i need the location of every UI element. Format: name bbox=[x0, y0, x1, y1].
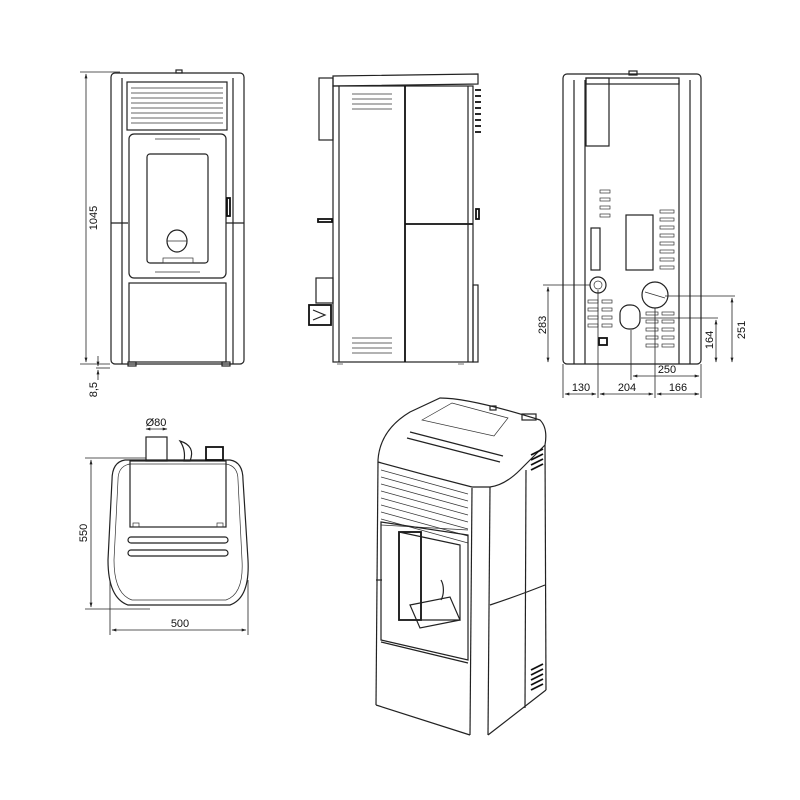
rear-left-dimension: 130 bbox=[572, 382, 590, 394]
flue-diameter-dimension: Ø80 bbox=[146, 417, 167, 429]
rear-right-dimension: 166 bbox=[669, 382, 687, 394]
side-view bbox=[308, 73, 481, 365]
depth-dimension: 550 bbox=[78, 524, 90, 542]
width-dimension: 500 bbox=[171, 618, 189, 630]
isometric-view bbox=[375, 397, 547, 736]
rear-outlet-height-dimension: 283 bbox=[537, 316, 549, 334]
foot-dimension: 8,5 bbox=[88, 382, 100, 397]
rear-mid-dimension: 204 bbox=[618, 382, 636, 394]
rear-inlet-height-164: 164 bbox=[704, 331, 716, 349]
height-dimension: 1045 bbox=[88, 206, 100, 230]
rear-inlet-height-251: 251 bbox=[736, 321, 748, 339]
rear-view: 283 164 251 250 130 204 166 bbox=[537, 70, 748, 398]
front-view: 1045 8,5 bbox=[80, 69, 245, 397]
rear-offset-dimension: 250 bbox=[658, 364, 676, 376]
top-view: Ø80 550 500 bbox=[78, 417, 249, 635]
